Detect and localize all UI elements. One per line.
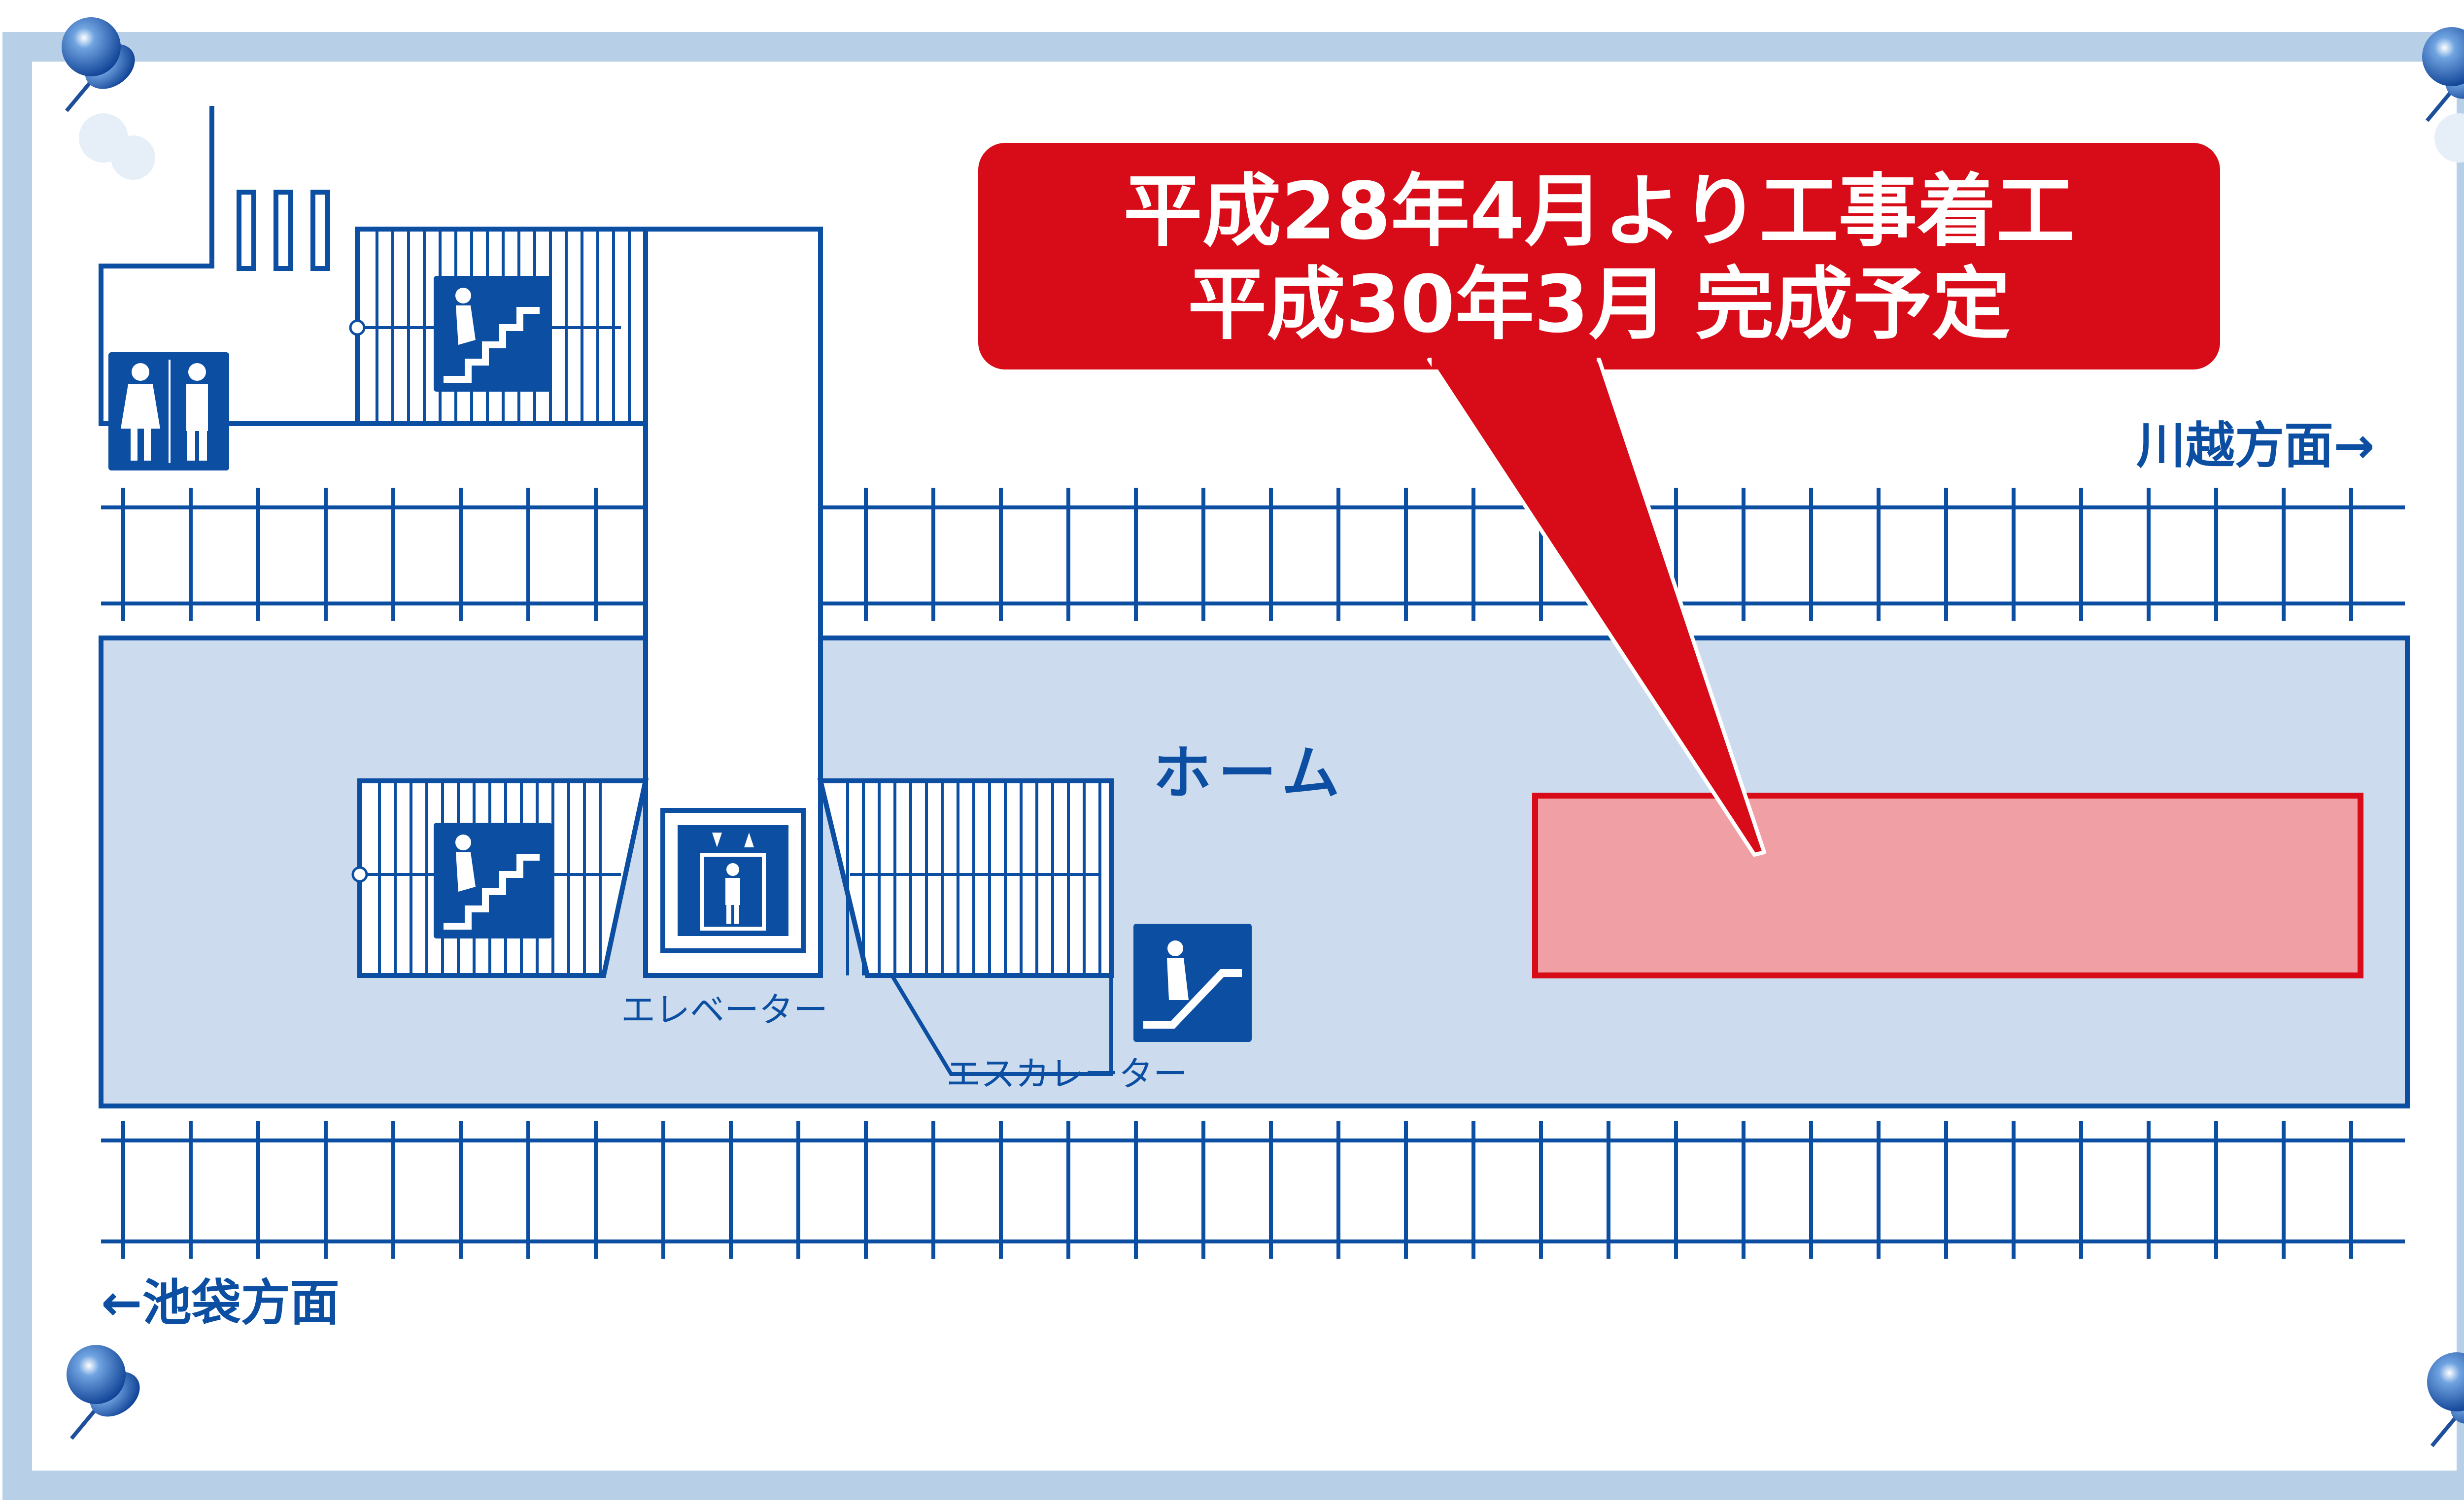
lower-track — [101, 1121, 2405, 1259]
escalator-structure — [817, 778, 1114, 1076]
elevator-label: エレベーター — [621, 990, 828, 1030]
construction-area — [1532, 793, 2363, 978]
stairs-icon — [434, 276, 552, 392]
callout-bubble — [978, 143, 2220, 857]
elevator-icon — [660, 808, 806, 953]
direction-ikebukuro: ←池袋方面 — [101, 1274, 340, 1332]
escalator-icon — [1133, 924, 1252, 1042]
callout-line-2: 平成30年3月 完成予定 — [1188, 258, 2011, 350]
callout-line-1: 平成28年4月より工事着工 — [1123, 165, 2075, 257]
escalator-label: エスカレーター — [946, 1054, 1188, 1094]
callout-text: 平成28年4月より工事着工 平成30年3月 完成予定 — [978, 143, 2220, 369]
direction-kawagoe: 川越方面→ — [2136, 417, 2375, 474]
platform-label: ホーム — [1153, 739, 1347, 807]
restroom-icon — [108, 352, 229, 470]
stairs-icon — [434, 823, 552, 938]
